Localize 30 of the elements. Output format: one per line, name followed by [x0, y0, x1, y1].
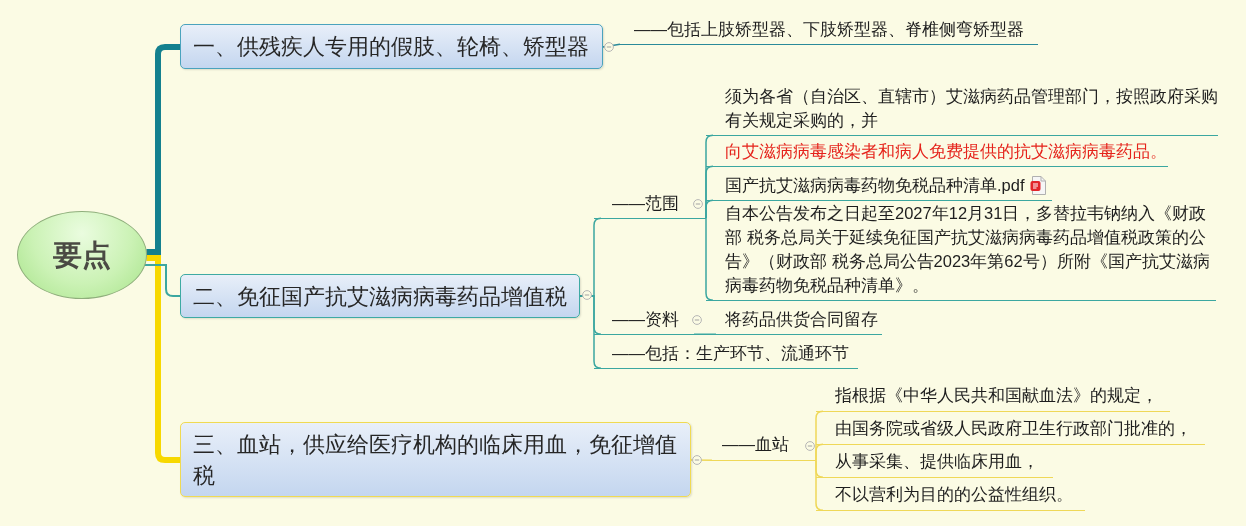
topic-text: 指根据《中华人民共和国献血法》的规定， — [835, 385, 1158, 406]
topic-text: 国产抗艾滋病病毒药物免税品种清单.pdf — [725, 175, 1025, 196]
topic-text: 须为各省（自治区、直辖市）艾滋病药品管理部门，按照政府采购有关规定采购的，并 — [725, 86, 1218, 131]
underlined-subtopic — [594, 341, 858, 369]
underlined-subtopic — [620, 17, 1038, 45]
branch-line — [146, 255, 180, 463]
topic-text: ——资料 — [612, 309, 679, 330]
branch-line — [705, 217, 714, 301]
topic-text: 由国务院或省级人民政府卫生行政部门批准的， — [835, 418, 1192, 439]
topic-text: 不以营利为目的的公益性组织。 — [835, 484, 1073, 505]
topic-text: 自本公告发布之日起至2027年12月31日，多替拉韦钠纳入《财政部 税务总局关于延续免征国产抗艾滋病病毒药品增值税政策的公告》（财政部 税务总局公告2023年第62号）所附《国产抗艾滋病病毒药物免税品种清单》。 — [725, 203, 1211, 296]
branch-line — [143, 264, 181, 297]
main-topic-box — [180, 422, 691, 497]
branch-line — [146, 44, 180, 255]
topic-text: 一、供残疾人专用的假肢、轮椅、矫型器 — [193, 33, 589, 61]
topic-text: 二、免征国产抗艾滋病病毒药品增值税 — [193, 282, 567, 311]
topic-text: 从事采集、提供临床用血， — [835, 451, 1039, 472]
branch-line — [815, 459, 824, 511]
topic-text: ——范围 — [612, 193, 679, 214]
branch-line — [693, 333, 717, 335]
topic-text: 三、血站，供应给医疗机构的临床用血，免征增值税 — [193, 430, 678, 490]
main-topic-box — [180, 24, 603, 69]
topic-text: 将药品供货合同留存 — [725, 309, 878, 330]
main-topic-box — [180, 274, 580, 318]
topic-text: ——血站 — [722, 434, 789, 455]
central-topic-text: 要点 — [53, 238, 111, 272]
topic-text: ——包括：生产环节、流通环节 — [612, 343, 849, 364]
topic-text: ——包括上肢矫型器、下肢矫型器、脊椎侧弯矫型器 — [634, 19, 1024, 40]
branch-line — [579, 295, 602, 369]
topic-text: 向艾滋病病毒感染者和病人免费提供的抗艾滋病病毒药品。 — [725, 141, 1167, 162]
